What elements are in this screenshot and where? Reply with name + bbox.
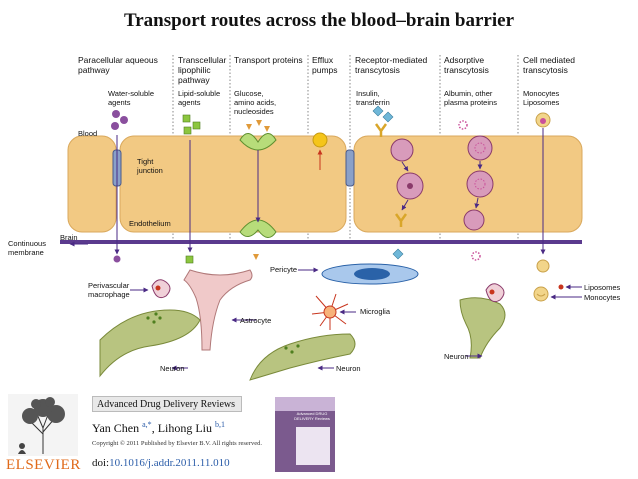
receptor-vesicle-1 <box>390 138 414 162</box>
author-1[interactable]: Yan Chen <box>92 421 143 435</box>
label-brain: Brain <box>60 233 78 242</box>
lipid-soluble-agents <box>182 114 201 135</box>
label-neuron-left: Neuron <box>160 364 185 373</box>
journal-title[interactable]: Advanced Drug Delivery Reviews <box>92 396 242 412</box>
header-line: Receptor-mediated <box>355 55 428 65</box>
header-line: transcytosis <box>444 65 489 75</box>
cover-window <box>296 427 330 465</box>
tight-junction-right <box>345 149 355 187</box>
glucose-agents <box>246 120 270 132</box>
doi-link[interactable]: doi:10.1016/j.addr.2011.11.010 <box>92 457 230 469</box>
elsevier-wordmark: ELSEVIER <box>6 457 81 473</box>
agent-label-glucose: Glucose,amino acids,nucleosides <box>234 89 277 116</box>
header-line: lipophilic <box>178 65 211 75</box>
authors: Yan Chen a,*, Lihong Liu b,1 <box>92 420 226 435</box>
elsevier-tree-logo <box>8 394 78 456</box>
transporter-bottom <box>239 219 277 238</box>
water-soluble-agents <box>111 110 128 130</box>
label-astrocyte: Astrocyte <box>240 316 272 325</box>
label-neuron-middle: Neuron <box>336 364 361 373</box>
header-line: Cell mediated <box>523 55 575 65</box>
astrocyte <box>183 269 253 351</box>
label-microglia: Microglia <box>360 307 391 316</box>
adsorptive-vesicle-1 <box>467 135 493 161</box>
label-liposomes: Liposomes <box>584 283 621 292</box>
endothelium-cell-left <box>67 135 117 233</box>
adsorptive-vesicle-2 <box>466 170 494 198</box>
journal-cover-thumbnail[interactable]: Advanced DRUG DELIVERY Reviews <box>275 397 335 472</box>
header-line: pumps <box>312 65 338 75</box>
page-title: Transport routes across the blood–brain … <box>123 10 515 31</box>
adsorptive-vesicle-3 <box>463 209 485 231</box>
column-header-adsorptive: Adsorptive transcytosis <box>444 55 489 75</box>
label-blood: Blood <box>78 129 98 138</box>
label-endothelium: Endothelium <box>129 219 171 228</box>
author-2[interactable]: , Lihong Liu <box>151 421 216 435</box>
transporter-top <box>239 133 277 151</box>
column-header-efflux: Efflux pumps <box>312 55 338 75</box>
insulin-molecules <box>372 105 394 123</box>
label-monocytes: Monocytes <box>584 293 621 302</box>
monocyte-cell <box>535 112 551 128</box>
header-line: Adsorptive <box>444 55 485 65</box>
column-header-transport-proteins: Transport proteins <box>234 55 303 65</box>
header-line: pathway <box>78 65 110 75</box>
column-header-cell-mediated: Cell mediated transcytosis <box>523 55 575 75</box>
bbb-diagram <box>60 55 583 381</box>
microglia <box>311 293 349 330</box>
neuron-left <box>99 309 201 378</box>
neuron-right <box>459 297 506 359</box>
adsorptive-protein <box>458 120 468 130</box>
header-line: Efflux <box>312 55 334 65</box>
cover-title: Advanced DRUG DELIVERY Reviews <box>294 411 330 421</box>
column-header-lipophilic: Transcellular lipophilic pathway <box>178 55 226 85</box>
perivascular-macrophage <box>151 279 171 299</box>
receptor <box>374 123 388 137</box>
agent-label-insulin: Insulin,transferrin <box>356 89 390 107</box>
header-line: Transcellular <box>178 55 227 65</box>
header-line: transcytosis <box>523 65 568 75</box>
macrophage-right <box>485 283 505 303</box>
header-line: transcytosis <box>355 65 400 75</box>
header-line: Paracellular aqueous <box>78 55 158 65</box>
column-header-paracellular: Paracellular aqueous pathway <box>78 55 158 75</box>
endothelium-cell-main <box>119 135 347 233</box>
label-pericyte: Pericyte <box>270 265 298 274</box>
neuron-middle <box>249 333 356 381</box>
label-neuron-right: Neuron <box>444 352 469 361</box>
column-header-receptor: Receptor-mediated transcytosis <box>355 55 427 75</box>
copyright-notice: Copyright © 2011 Published by Elsevier B… <box>92 440 262 447</box>
header-line: Transport proteins <box>234 55 303 65</box>
efflux-molecule <box>312 132 328 148</box>
cover-strip <box>275 397 335 411</box>
header-line: pathway <box>178 75 210 85</box>
